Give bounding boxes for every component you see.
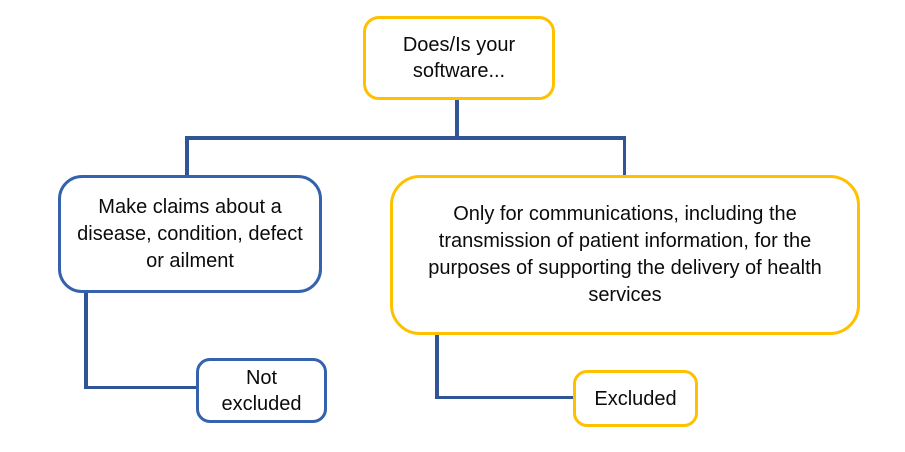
- node-excluded-label: Excluded: [594, 387, 677, 410]
- node-root-question: Does/Is your software...: [363, 16, 555, 100]
- connector-communications-to-excluded-vertical: [435, 332, 439, 399]
- node-only-for-communications: Only for communications, including the t…: [390, 175, 860, 335]
- node-make-claims-label: Make claims about a disease, condition, …: [77, 195, 303, 272]
- connector-claims-to-not-excluded-vertical: [84, 290, 88, 389]
- connector-root-stem: [455, 99, 459, 139]
- node-excluded: Excluded: [573, 370, 698, 427]
- node-not-excluded: Not excluded: [196, 358, 327, 423]
- node-root-question-label: Does/Is your software...: [402, 34, 516, 82]
- node-only-for-communications-label: Only for communications, including the t…: [428, 203, 822, 306]
- node-make-claims: Make claims about a disease, condition, …: [58, 175, 322, 293]
- connector-branch-right-drop: [622, 136, 626, 178]
- connector-branch-rail: [185, 136, 626, 140]
- connector-claims-to-not-excluded-horizontal: [84, 385, 199, 389]
- connector-branch-left-drop: [185, 136, 189, 178]
- node-not-excluded-label: Not excluded: [221, 366, 302, 415]
- connector-communications-to-excluded-horizontal: [435, 395, 576, 399]
